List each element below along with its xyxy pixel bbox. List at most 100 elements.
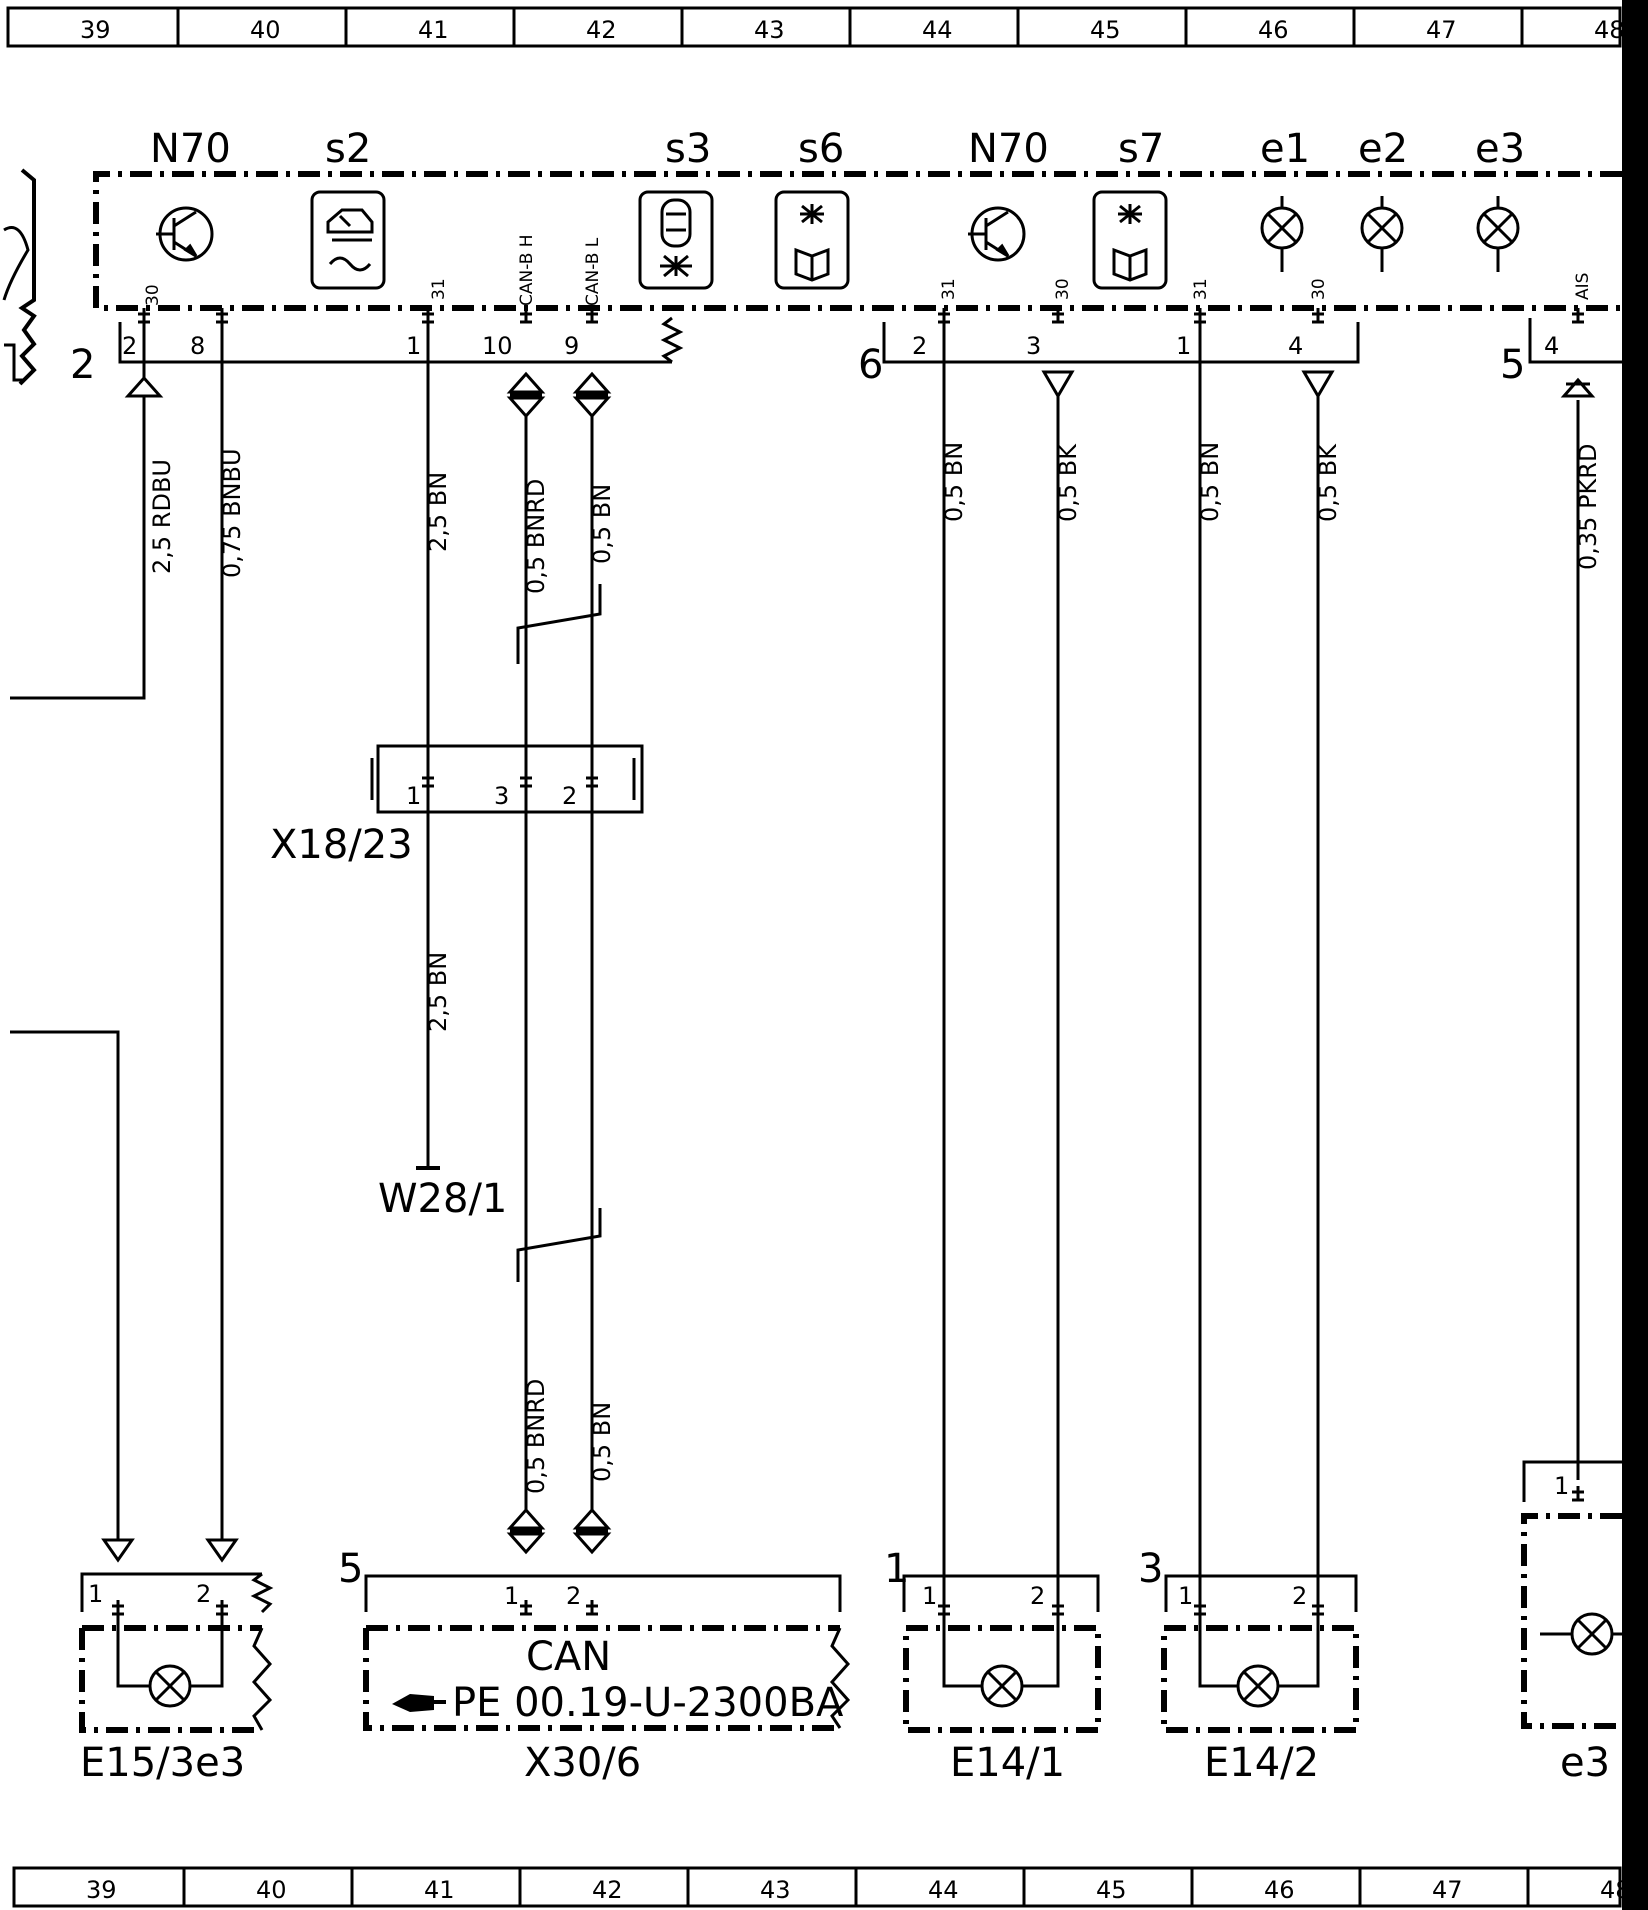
wire-label: 0,5 BK [1314, 443, 1342, 522]
pin-number: 1 [406, 332, 421, 360]
module-label-n70-right: N70 [968, 126, 1049, 172]
x18-pin-2: 2 [562, 782, 577, 810]
wire-label: 0,5 BN [940, 442, 968, 522]
connector-number-6: 6 [858, 342, 883, 388]
ruler-top-48: 48 [1594, 16, 1625, 44]
module-enclosure [93, 171, 1622, 311]
e14-1-number: 1 [884, 1546, 909, 1592]
e15-label: E15/3e3 [80, 1740, 245, 1786]
x30-pin-1: 1 [504, 1582, 519, 1610]
ruler-top-41: 41 [418, 16, 449, 44]
e3-label: e3 [1560, 1740, 1610, 1786]
x30-pin-2: 2 [566, 1582, 581, 1610]
wire-label: 0,5 BN [1196, 442, 1224, 522]
terminal-30: 30 [1309, 278, 1329, 300]
transistor-icon [968, 206, 1026, 262]
x30-can-text: CAN [526, 1634, 611, 1680]
terminal-31: 31 [429, 278, 449, 300]
component-e3 [1521, 1460, 1622, 1729]
connector-6 [882, 322, 1360, 364]
switch-s2-icon [310, 190, 386, 290]
e14-2-number: 3 [1138, 1546, 1163, 1592]
lamp-e3-icon [1476, 196, 1520, 272]
terminal-30: 30 [1053, 278, 1073, 300]
ruler-top-39: 39 [80, 16, 111, 44]
x30-number: 5 [338, 1546, 363, 1592]
e3-pin-1: 1 [1554, 1472, 1569, 1500]
module-label-s7: s7 [1118, 126, 1164, 172]
connector-number-5: 5 [1500, 342, 1525, 388]
ruler-top-43: 43 [754, 16, 785, 44]
switch-s3-icon [638, 190, 714, 290]
module-pin-stubs [138, 308, 1584, 324]
ruler-bottom-43: 43 [760, 1876, 791, 1904]
wire-label: 0,35 PKRD [1574, 444, 1602, 570]
module-label-s2: s2 [325, 126, 371, 172]
x18-pin-3: 3 [494, 782, 509, 810]
module-label-e3: e3 [1475, 126, 1525, 172]
ruler-top-42: 42 [586, 16, 617, 44]
ruler-bottom-42: 42 [592, 1876, 623, 1904]
pin-number: 1 [1176, 332, 1191, 360]
component-e15 [79, 1572, 274, 1733]
ruler-bottom-47: 47 [1432, 1876, 1463, 1904]
lamp-e2-icon [1360, 196, 1404, 272]
bottom-ruler: 39 40 41 42 43 44 45 46 47 48 [12, 1866, 1631, 1908]
switch-s7-icon [1092, 190, 1168, 290]
left-edge-fragment [2, 168, 37, 386]
ruler-bottom-46: 46 [1264, 1876, 1295, 1904]
switch-s6-icon [774, 190, 850, 290]
e14-2-label: E14/2 [1204, 1740, 1319, 1786]
pin-number: 8 [190, 332, 205, 360]
component-e14-1 [902, 1574, 1101, 1733]
ruler-bottom-39: 39 [86, 1876, 117, 1904]
terminal-31: 31 [939, 278, 959, 300]
pin-number: 4 [1288, 332, 1303, 360]
module-label-e2: e2 [1358, 126, 1408, 172]
wire-label: 2,5 BN [424, 472, 452, 552]
e14-2-pin-1: 1 [1178, 1582, 1193, 1610]
top-ruler: 39 40 41 42 43 44 45 46 47 48 [6, 6, 1625, 48]
wire-label: 2,5 RDBU [148, 459, 176, 574]
ruler-bottom-48: 48 [1600, 1876, 1631, 1904]
ruler-bottom-41: 41 [424, 1876, 455, 1904]
pin-number: 2 [912, 332, 927, 360]
terminal-can-b-l: CAN-B L [583, 237, 603, 306]
e14-2-pin-2: 2 [1292, 1582, 1307, 1610]
connector-x18-label: X18/23 [270, 822, 413, 868]
ruler-top-46: 46 [1258, 16, 1289, 44]
wire-label: 0,5 BN [588, 484, 616, 564]
module-label-n70-left: N70 [150, 126, 231, 172]
wire-label: 0,5 BNRD [522, 1379, 550, 1494]
wire-lines [10, 322, 1580, 1600]
ground-label: W28/1 [378, 1176, 507, 1222]
pin-number: 9 [564, 332, 579, 360]
connector-5 [1528, 318, 1622, 364]
terminal-ais: AIS [1573, 273, 1593, 300]
pin-number: 3 [1026, 332, 1041, 360]
connector-x18-23 [370, 744, 644, 814]
component-x30-6 [363, 1574, 851, 1731]
ruler-bottom-44: 44 [928, 1876, 959, 1904]
wire-label: 0,5 BNRD [522, 479, 550, 594]
ruler-top-47: 47 [1426, 16, 1457, 44]
terminal-can-b-h: CAN-B H [517, 234, 537, 306]
e14-1-pin-1: 1 [922, 1582, 937, 1610]
ruler-top-44: 44 [922, 16, 953, 44]
pin-number: 4 [1544, 332, 1559, 360]
signal-arrow-icons [101, 370, 1596, 1563]
wire-label: 0,5 BN [588, 1402, 616, 1482]
wire-label: 0,5 BK [1054, 443, 1082, 522]
terminal-30: 30 [143, 284, 163, 306]
pin-number: 2 [122, 332, 137, 360]
module-label-e1: e1 [1260, 126, 1310, 172]
wire-label: 2,5 BN [424, 952, 452, 1032]
connector-2 [118, 316, 684, 364]
transistor-icon [156, 206, 214, 262]
pin-number: 10 [482, 332, 513, 360]
module-label-s6: s6 [798, 126, 844, 172]
lamp-e1-icon [1260, 196, 1304, 272]
e15-pin-2: 2 [196, 1580, 211, 1608]
terminal-31: 31 [1191, 278, 1211, 300]
